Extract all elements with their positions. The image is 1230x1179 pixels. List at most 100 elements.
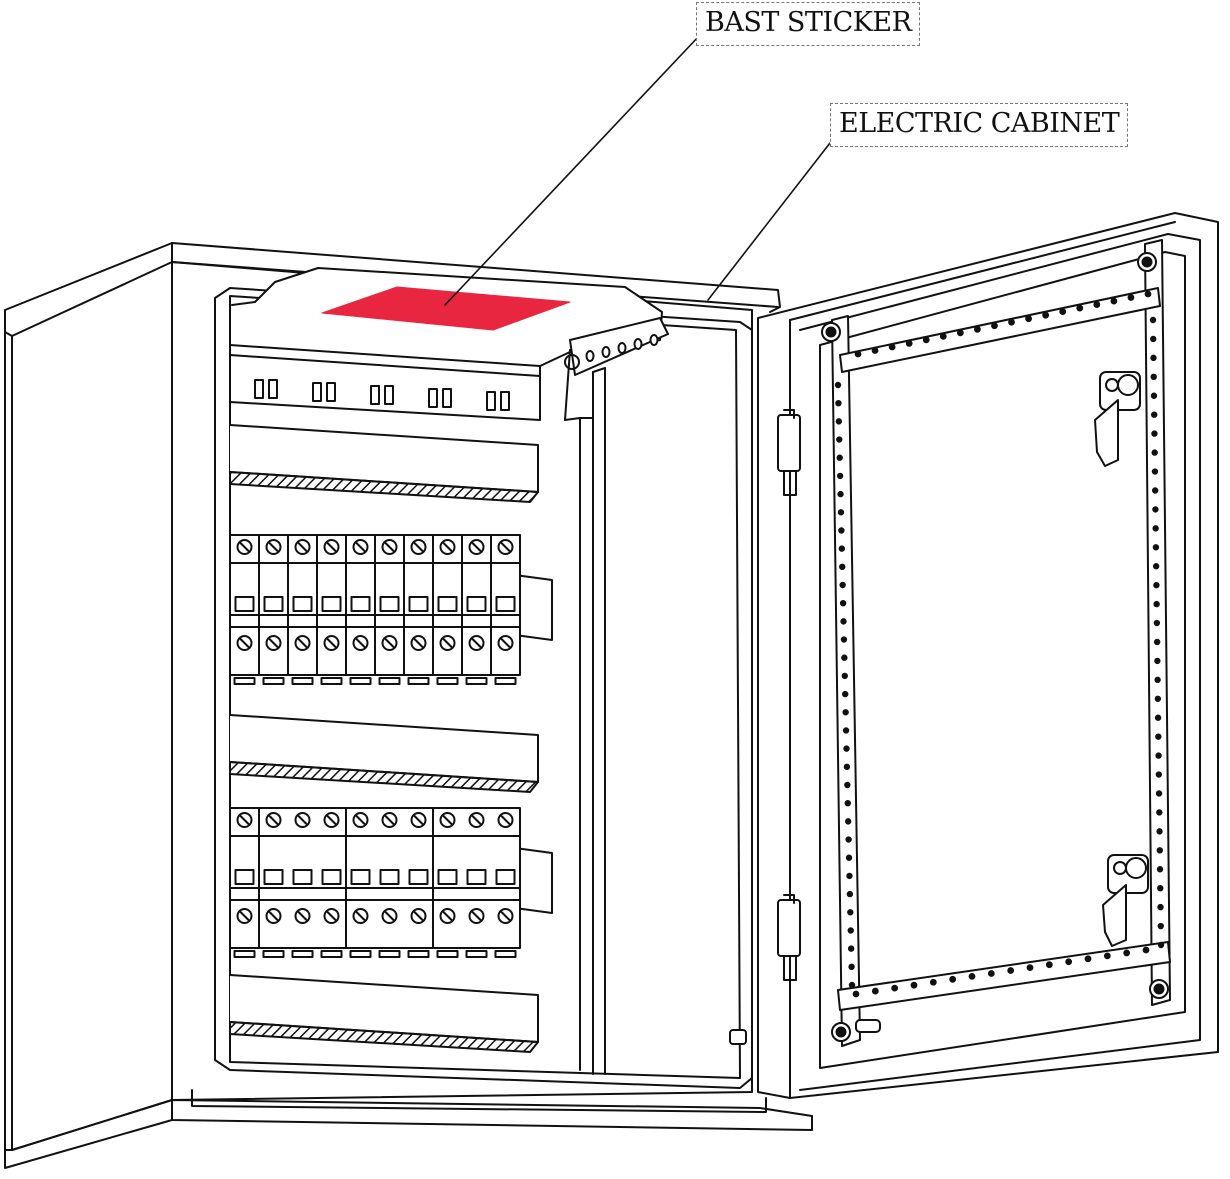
cabinet-body [4, 242, 813, 1169]
screw-slot [442, 815, 453, 825]
rail-hole [1155, 790, 1163, 797]
breaker-toggle [466, 869, 487, 885]
door-rail-holes [834, 290, 1165, 998]
rail-hole [888, 343, 896, 351]
rail-hole [842, 727, 850, 734]
breaker-clip [465, 950, 488, 958]
screw-slot [471, 911, 482, 921]
screw-slot [413, 638, 424, 648]
din-rail [514, 847, 553, 914]
terminal-slot [500, 391, 510, 411]
frame-bolt-center [835, 1026, 847, 1038]
rail-hole [1045, 961, 1053, 969]
rail-hole [949, 975, 957, 983]
rail-hole [1156, 866, 1164, 873]
door-lock-upper [1094, 371, 1141, 467]
rail-hole [891, 984, 899, 992]
rail-hole [1150, 392, 1158, 399]
rail-hole [1157, 922, 1164, 930]
rail-hole [1154, 657, 1161, 665]
screw-slot [297, 638, 308, 648]
breaker-clip [233, 950, 256, 958]
rail-hole [1151, 468, 1159, 475]
rail-hole [847, 927, 854, 934]
screw-slot [442, 542, 453, 552]
rail-hole [1008, 318, 1015, 326]
rail-hole [844, 799, 851, 807]
breaker-toggle [263, 869, 284, 885]
rail-hole [1153, 638, 1161, 646]
screw-slot [239, 638, 250, 648]
screw-slot [268, 542, 279, 552]
upper-breaker-row [229, 534, 553, 685]
breaker-clip [436, 950, 459, 958]
rail-hole [839, 599, 847, 607]
screw-slot [239, 542, 250, 552]
rail-hole [1154, 676, 1161, 684]
rail-hole [837, 490, 844, 498]
breaker-toggle [263, 596, 284, 612]
bracket-hole [601, 346, 611, 358]
leader-lines [444, 34, 981, 306]
electric-cabinet-text: ELECTRIC CABINET [839, 108, 1120, 139]
breaker-toggle [292, 596, 313, 612]
rail-hole [1155, 771, 1163, 778]
rail-hole [1007, 967, 1015, 974]
terminal-slot [486, 391, 496, 411]
rail-hole [844, 781, 851, 789]
rail-hole [1123, 949, 1131, 957]
breaker-toggle [408, 869, 429, 885]
rail-hole [1153, 581, 1160, 589]
frame-bolts [821, 252, 1169, 1042]
screw-slot [384, 542, 395, 552]
screw-slot [326, 542, 337, 552]
rail-hole [852, 990, 860, 998]
breaker-clip [494, 950, 517, 958]
rail-hole [956, 329, 964, 337]
screw-slot [297, 815, 308, 825]
rail-hole [1152, 563, 1160, 570]
screw-slot [297, 542, 308, 552]
rail-hole [910, 981, 918, 989]
rail-hole [846, 872, 853, 880]
terminal-slot [370, 385, 380, 405]
rail-hole [1157, 884, 1164, 892]
rail-hole [1150, 335, 1157, 343]
terminal-slot [312, 382, 322, 402]
rail-hole [838, 545, 846, 552]
screw-slot [500, 638, 511, 648]
rail-hole [836, 454, 843, 461]
breaker-clip [436, 677, 459, 685]
rail-hole [835, 418, 843, 425]
rail-hole [968, 973, 976, 980]
rail-hole [929, 978, 937, 986]
duct-hatch [229, 1021, 539, 1053]
cable-ducts [229, 424, 539, 1053]
rail-hole [1153, 619, 1161, 627]
breaker-clip [320, 677, 343, 685]
rail-hole [1084, 955, 1092, 963]
breaker-clip [407, 677, 430, 685]
breaker-toggle [321, 869, 342, 885]
rail-hole [1152, 544, 1160, 551]
screw-slot [471, 815, 482, 825]
terminal-slot [384, 385, 394, 405]
rail-hole [843, 763, 851, 771]
breaker-clip [233, 677, 256, 685]
rail-hole [1156, 828, 1163, 835]
screw-slot [355, 542, 366, 552]
rail-hole [871, 987, 879, 995]
breaker-toggle [437, 596, 458, 612]
rail-hole [842, 709, 849, 716]
rail-hole [1154, 714, 1162, 721]
rail-hole [847, 945, 855, 952]
rail-hole [1157, 903, 1164, 911]
frame-bolt-center [825, 326, 837, 338]
terminal-slot [442, 388, 452, 408]
rail-hole [1156, 847, 1163, 854]
rail-hole [905, 340, 913, 347]
screw-slot [413, 542, 424, 552]
rail-hole [836, 472, 844, 480]
rail-hole [848, 963, 855, 971]
